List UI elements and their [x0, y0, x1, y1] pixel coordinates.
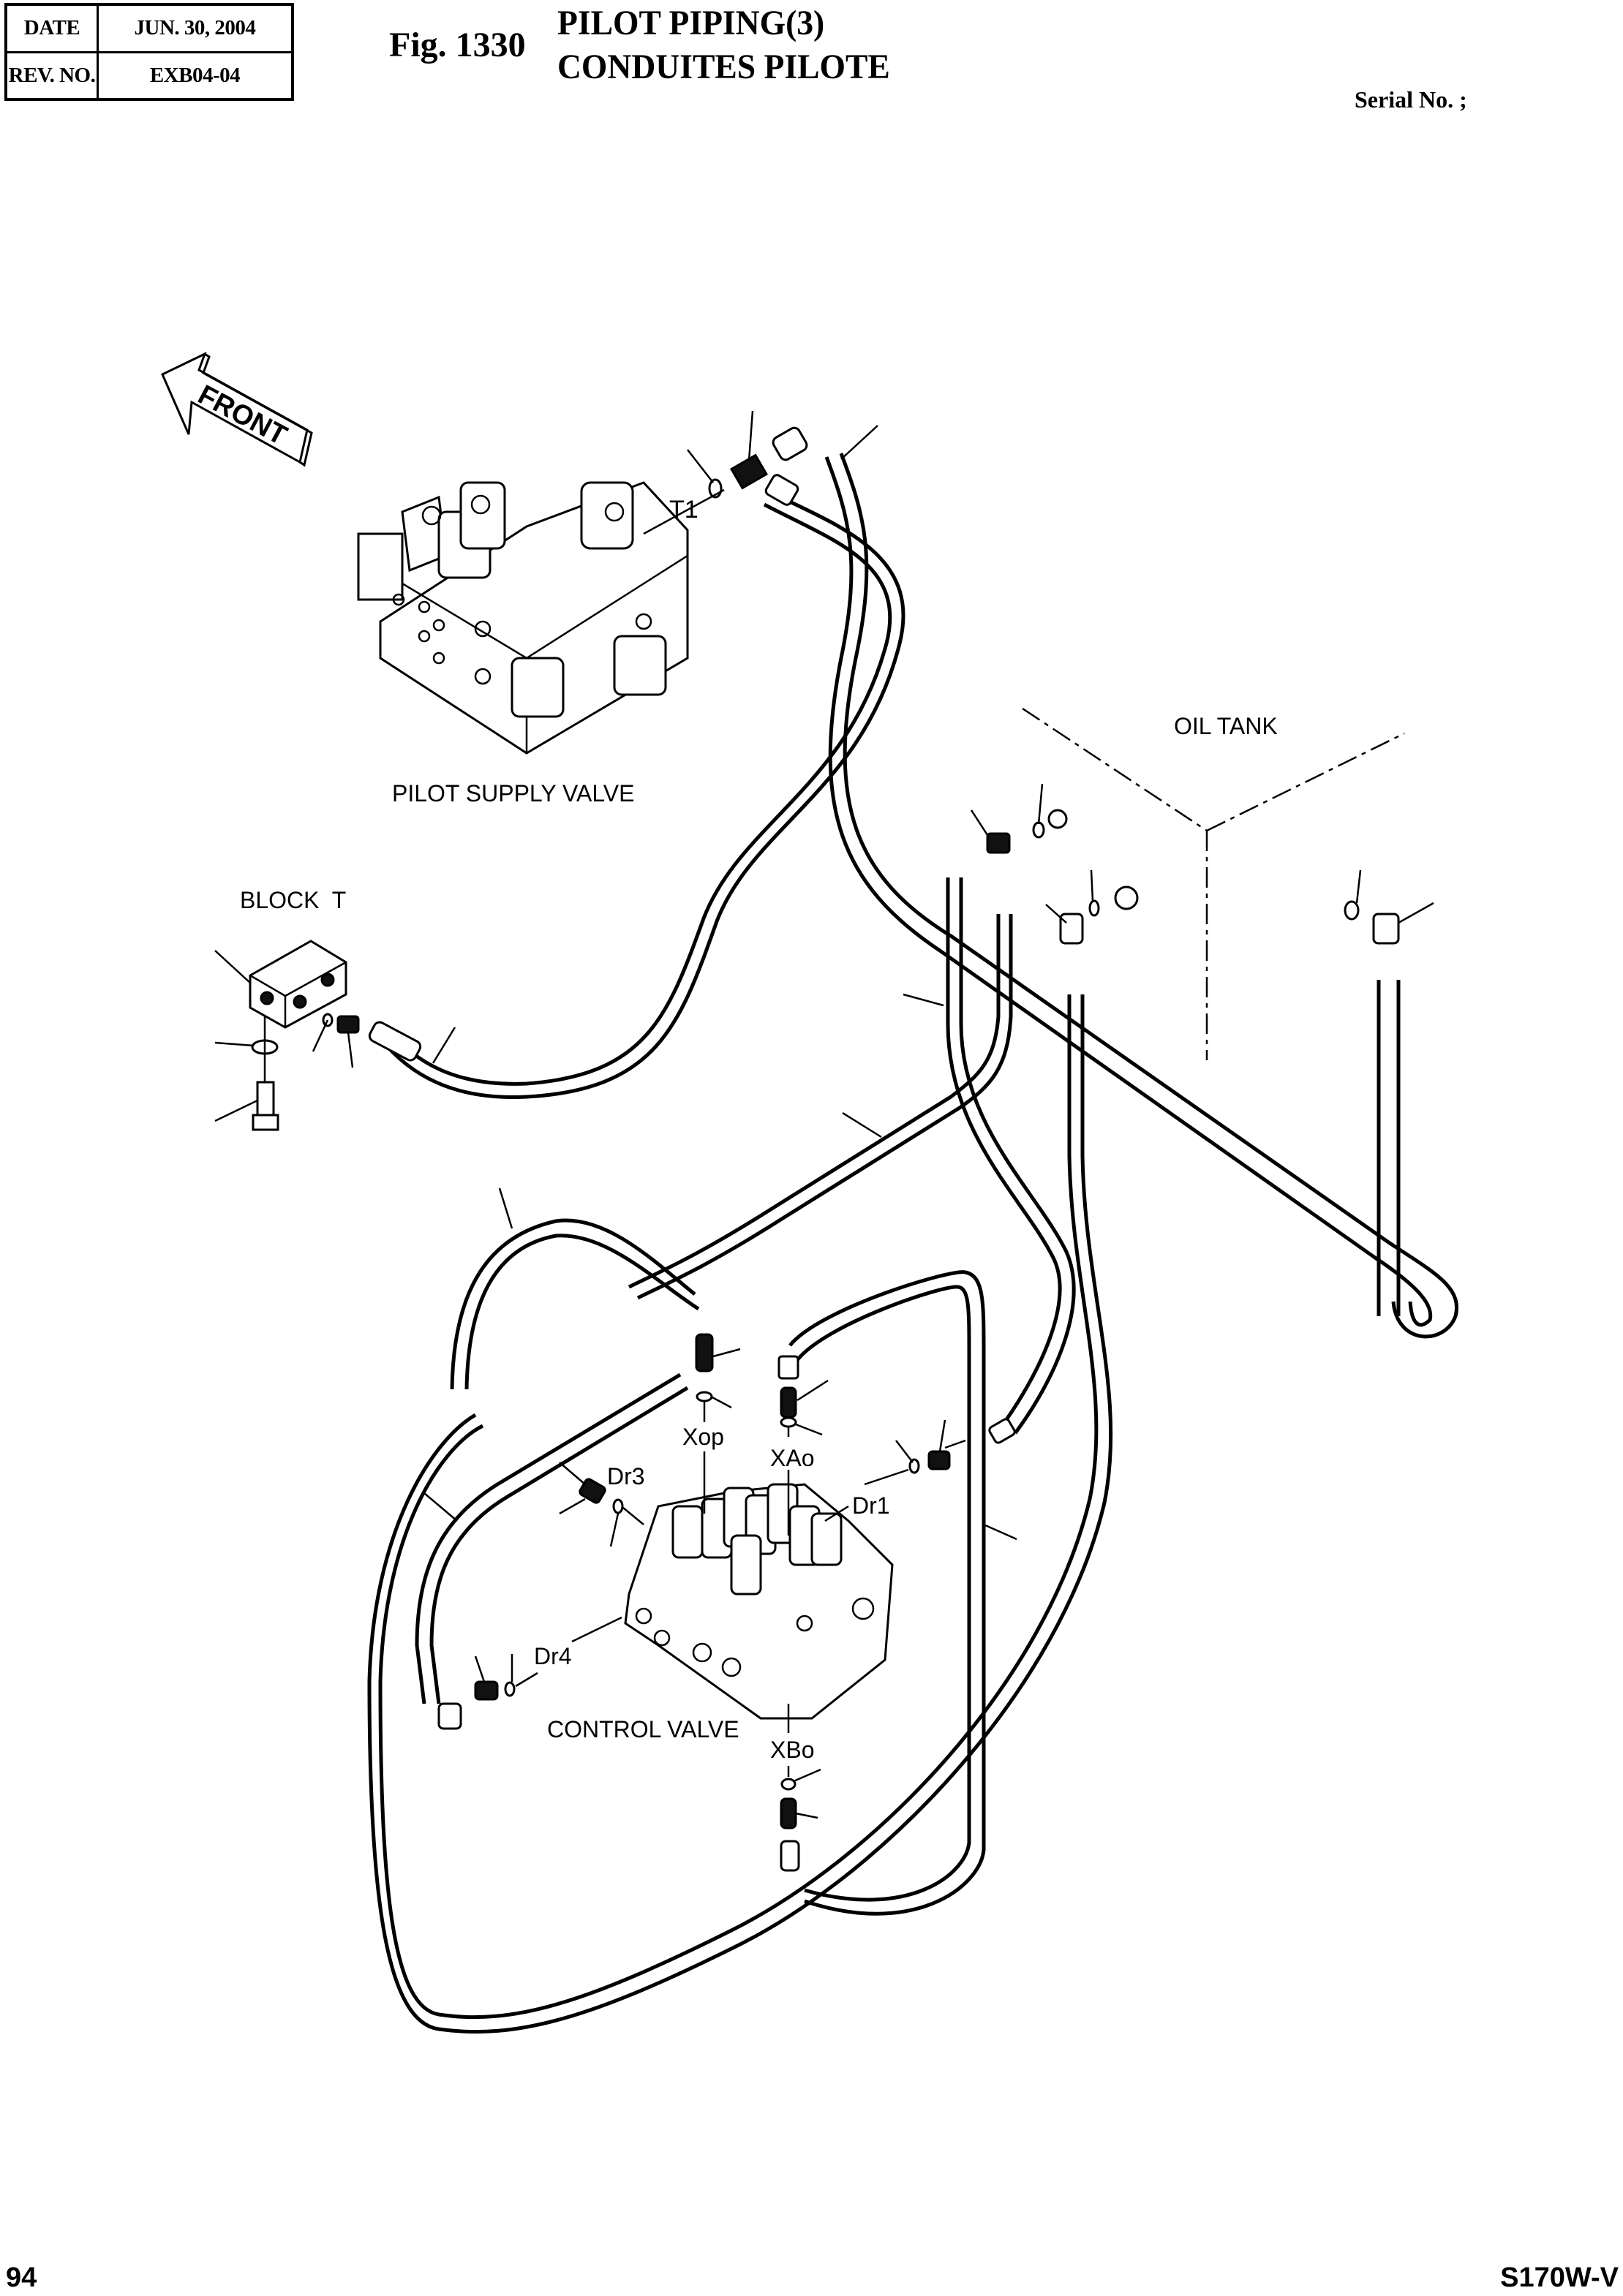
revision-table: DATE JUN. 30, 2004 REV. NO. EXB04-04: [4, 3, 294, 101]
hose-xao-loop: [788, 1270, 986, 1916]
hose-oil-tank-right: [1377, 980, 1401, 1316]
figure-number: Fig. 1330: [389, 26, 526, 64]
figure-title: PILOT PIPING(3) CONDUITES PILOTE: [557, 1, 890, 89]
control-valve-port-fittings: [423, 993, 1017, 1872]
hose-tank-vertical-2: [628, 914, 1013, 1300]
date-row: DATE JUN. 30, 2004: [4, 3, 294, 53]
date-value: JUN. 30, 2004: [97, 3, 294, 53]
figure-title-french: CONDUITES PILOTE: [557, 48, 890, 86]
label-xop: Xop: [682, 1424, 724, 1450]
hose-to-oil-tank-loop: [824, 453, 1458, 1339]
block-t: [214, 940, 456, 1131]
pilot-supply-valve: [357, 481, 689, 755]
revision-label: REV. NO.: [4, 50, 99, 101]
revision-value: EXB04-04: [97, 50, 294, 101]
figure-title-english: PILOT PIPING(3): [557, 4, 825, 42]
oil-tank-fittings: [970, 783, 1434, 945]
hose-supply-to-block-t: [379, 489, 905, 1099]
label-control-valve: CONTROL VALVE: [547, 1716, 739, 1742]
label-oil-tank: OIL TANK: [1174, 713, 1278, 739]
date-label: DATE: [4, 3, 99, 53]
machine-model: S170W-V: [1500, 2262, 1619, 2293]
serial-number-label: Serial No. ;: [1355, 86, 1467, 113]
control-valve: [624, 1483, 894, 1720]
label-dr3: Dr3: [607, 1463, 645, 1489]
label-xbo: XBo: [770, 1737, 814, 1763]
label-dr4: Dr4: [534, 1643, 572, 1669]
label-pilot-supply-valve: PILOT SUPPLY VALVE: [392, 780, 634, 807]
hose-diagonal-xop: [415, 1372, 689, 1704]
hoses: [367, 453, 1458, 2034]
oil-tank-outline: [1022, 707, 1405, 1060]
label-dr1: Dr1: [852, 1492, 890, 1519]
front-direction-arrow: FRONT: [161, 352, 313, 467]
revision-row: REV. NO. EXB04-04: [4, 50, 294, 101]
diagram-labels: T1 PILOT SUPPLY VALVE BLOCK T OIL TANK X…: [240, 496, 1278, 1763]
hose-arch-xop: [450, 1218, 700, 1390]
hose-tank-to-xbo: [367, 994, 1113, 2034]
label-t1: T1: [669, 496, 698, 524]
hose-tank-to-dr1: [946, 877, 1076, 1435]
label-block-t: BLOCK T: [240, 887, 346, 913]
page-number: 94: [6, 2262, 37, 2293]
t1-fittings: [643, 410, 878, 535]
label-xao: XAo: [770, 1445, 814, 1471]
